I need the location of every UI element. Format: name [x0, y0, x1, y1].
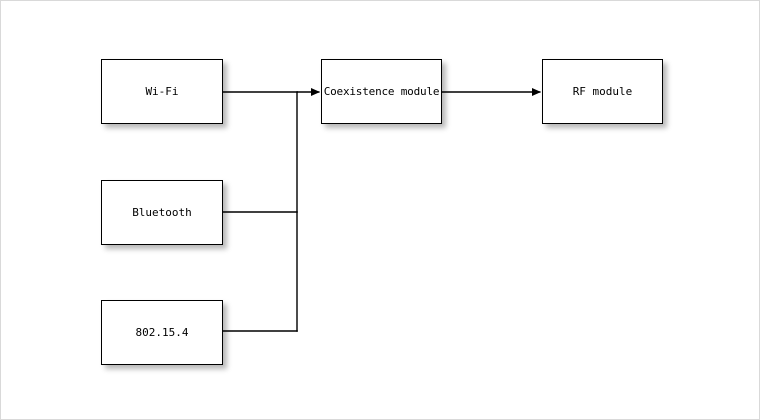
- node-coexistence-module-label: Coexistence module: [323, 85, 440, 98]
- node-wifi[interactable]: Wi-Fi: [101, 59, 223, 124]
- node-802154-label: 802.15.4: [135, 326, 189, 339]
- node-bluetooth-label: Bluetooth: [132, 206, 192, 219]
- node-rf-module[interactable]: RF module: [542, 59, 663, 124]
- node-bluetooth[interactable]: Bluetooth: [101, 180, 223, 245]
- node-wifi-label: Wi-Fi: [145, 85, 179, 98]
- node-rf-module-label: RF module: [572, 85, 633, 98]
- node-coexistence-module[interactable]: Coexistence module: [321, 59, 442, 124]
- node-802154[interactable]: 802.15.4: [101, 300, 223, 365]
